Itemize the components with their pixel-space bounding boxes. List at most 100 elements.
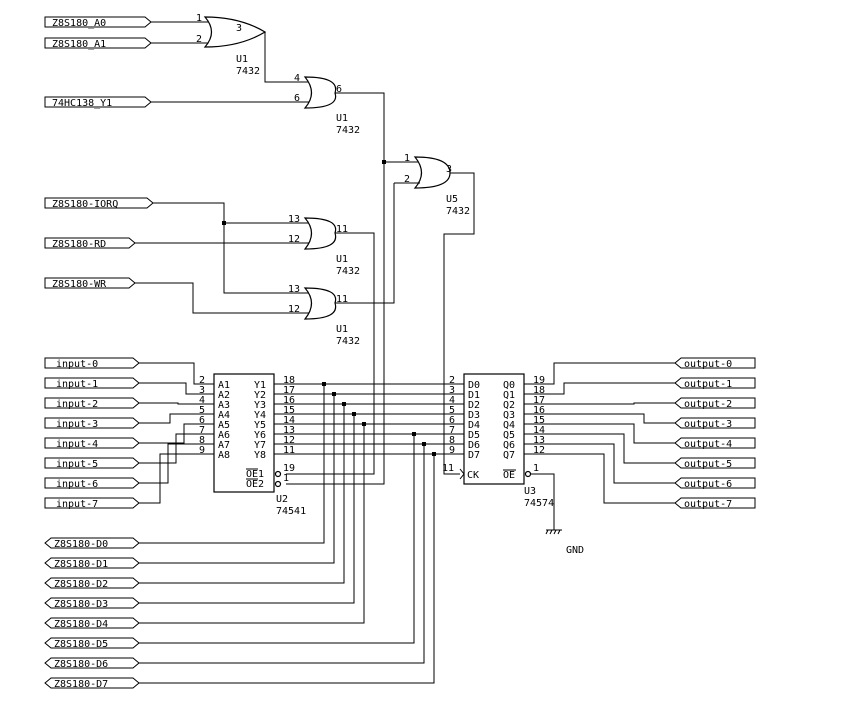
g3-pin-out: 3 [446,164,452,175]
u3-ck-label: CK [467,470,479,481]
g4-pin-in1: 13 [288,214,300,225]
output-wire [524,423,675,444]
junction-dot [322,382,326,386]
output-wire [524,382,675,395]
port-y1-label: 74HC138_Y1 [52,98,112,109]
port-a1: Z8S180_A1 [44,37,152,50]
g2-pin-in1: 4 [294,73,300,84]
u2-a-pin: 6 [199,415,205,426]
output-wire [524,443,675,484]
u3-d-label: D2 [468,400,480,411]
u2-y-pin: 12 [283,435,295,446]
u2-y-pin: 15 [283,405,295,416]
port-output-label: output-0 [684,359,732,370]
bus-tap-wire [139,394,335,564]
port-data-label: Z8S180-D3 [54,599,108,610]
u3-d-pin: 6 [449,415,455,426]
port-input-label: input-5 [56,459,98,470]
g3-ref: U5 [446,194,458,205]
port-data-6: Z8S180-D6 [44,657,140,670]
port-input-label: input-2 [56,399,98,410]
port-input-5: input-5 [44,433,214,470]
g5-ref: U1 [336,324,348,335]
u2-a-pin: 9 [199,445,205,456]
output-wire [524,413,675,424]
u3-q-pin: 15 [533,415,545,426]
input-wire [139,402,214,405]
u2-y-label: Y7 [254,440,266,451]
port-output-1: output-1 [524,377,756,395]
u2-oe1-pin: 19 [283,463,295,474]
u2-y-pin: 17 [283,385,295,396]
u3-d-pin: 5 [449,405,455,416]
u3-d-pin: 4 [449,395,455,406]
or-gate-1: 1 2 3 U1 7432 [151,13,310,83]
port-output-label: output-5 [684,459,732,470]
output-ports: output-0output-1output-2output-3output-4… [524,357,756,510]
u2-a-label: A1 [218,380,230,391]
u2-a-label: A8 [218,450,230,461]
input-wire [139,413,214,424]
u3-ck-pin: 11 [442,463,454,474]
port-input-label: input-0 [56,359,98,370]
port-input-label: input-4 [56,439,98,450]
port-a0-label: Z8S180_A0 [52,18,106,29]
u2-a-label: A7 [218,440,230,451]
u2-part: 74541 [276,506,306,517]
u3-q-pin: 17 [533,395,545,406]
u3-q-label: Q4 [503,420,515,431]
g1-pin-in2: 2 [196,34,202,45]
port-a0: Z8S180_A0 [44,16,152,29]
g1-pin-in1: 1 [196,13,202,24]
u2-a-label: A6 [218,430,230,441]
u2-y-label: Y4 [254,410,266,421]
bus-tap-wire [139,414,355,604]
u3-q-pin: 16 [533,405,545,416]
u3-q-label: Q3 [503,410,515,421]
u2-a-label: A4 [218,410,230,421]
port-input-2: input-2 [44,397,214,410]
u3-q-label: Q1 [503,390,515,401]
u2-oe1-label: OE1 [246,469,264,480]
u2-a-pin: 2 [199,375,205,386]
port-input-label: input-7 [56,499,98,510]
port-data-5: Z8S180-D5 [44,637,140,650]
u3-q-pin: 18 [533,385,545,396]
g3-part: 7432 [446,206,470,217]
u3-q-label: Q6 [503,440,515,451]
port-output-7: output-7 [524,453,756,510]
u2-a-pin: 3 [199,385,205,396]
g4-pin-in2: 12 [288,234,300,245]
data-bus-wires [139,382,464,684]
port-wr-label: Z8S180-WR [52,279,107,290]
g4-part: 7432 [336,266,360,277]
port-data-label: Z8S180-D2 [54,579,108,590]
u3-q-label: Q7 [503,450,515,461]
port-input-label: input-3 [56,419,98,430]
port-input-label: input-1 [56,379,98,390]
port-input-3: input-3 [44,413,214,430]
u3-part: 74574 [524,498,554,509]
bus-tap-wire [139,454,435,684]
output-wire [524,362,675,385]
port-wr: Z8S180-WR [44,277,136,290]
or-gate-3: 1 2 3 U5 7432 [394,153,475,475]
u3-q-pin: 12 [533,445,545,456]
port-output-label: output-6 [684,479,732,490]
bus-tap-wire [139,404,345,584]
input-wire [139,453,214,504]
u3-d-pin: 2 [449,375,455,386]
port-a1-label: Z8S180_A1 [52,39,106,50]
port-output-6: output-6 [524,443,756,490]
input-wire [139,433,214,464]
u2-a-pin: 8 [199,435,205,446]
u2-y-label: Y5 [254,420,266,431]
u2-a-label: A5 [218,420,230,431]
u3-d-pin: 3 [449,385,455,396]
u2-y-label: Y1 [254,380,266,391]
